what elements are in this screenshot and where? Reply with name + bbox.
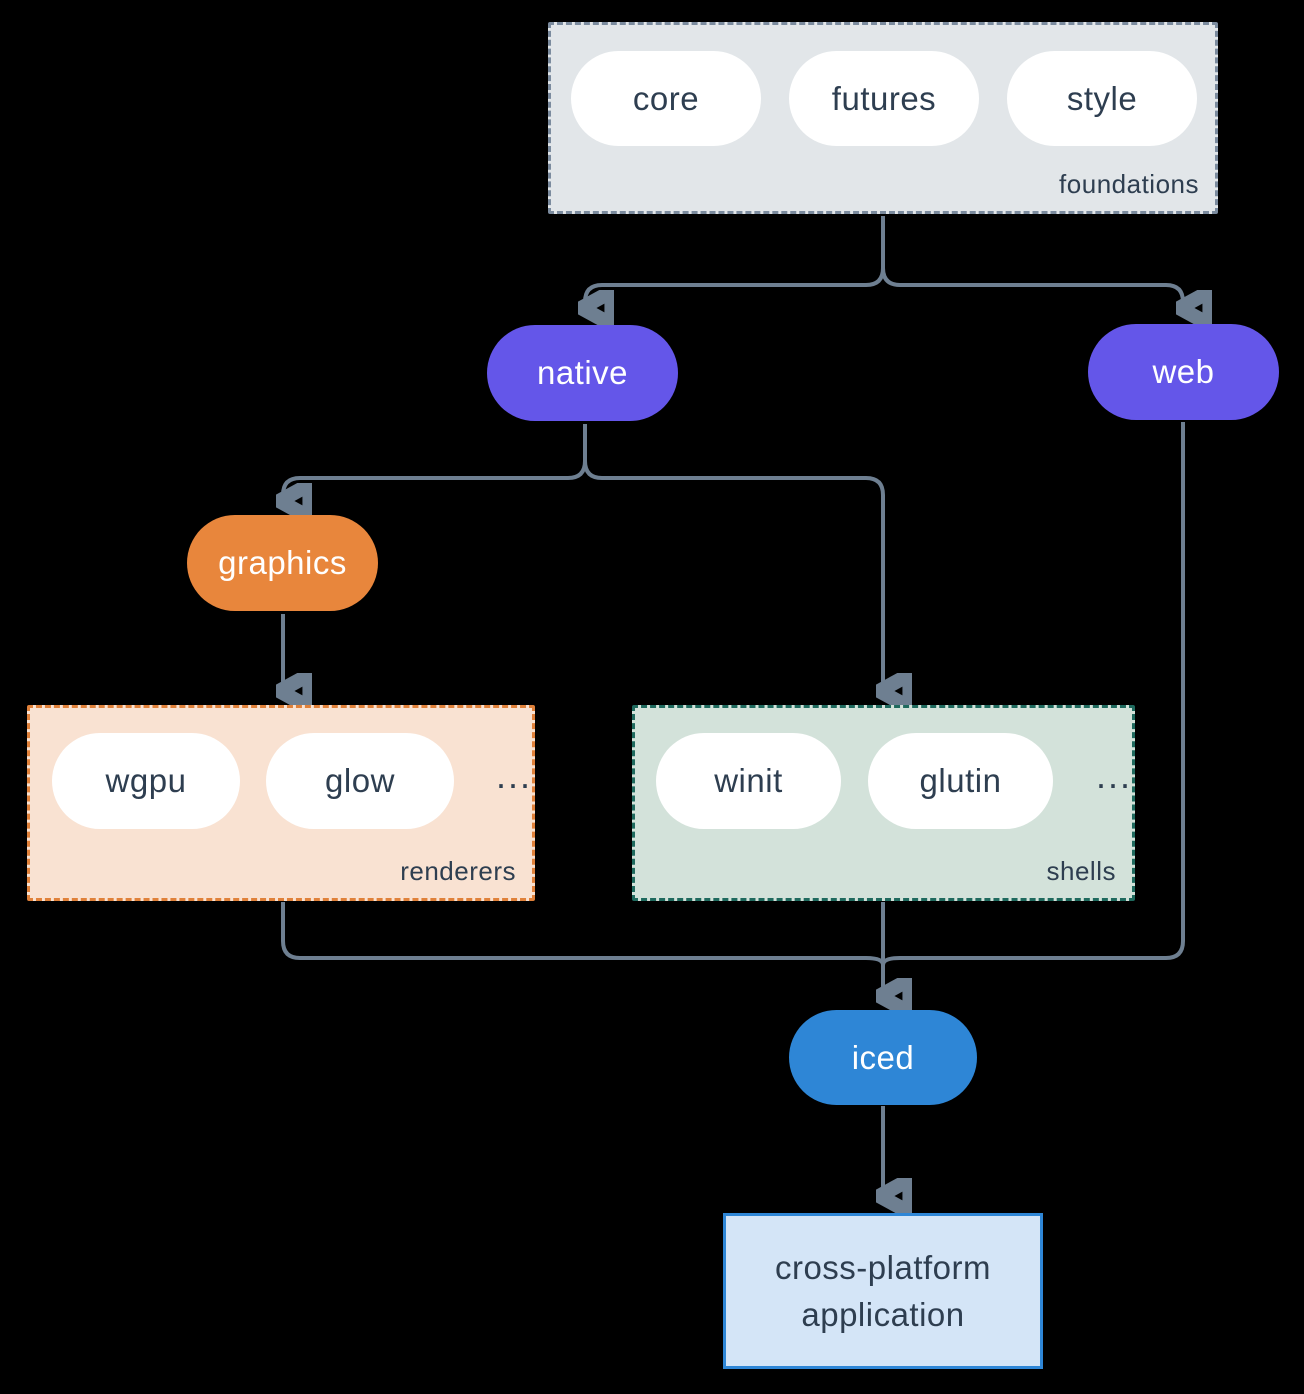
node-iced: iced bbox=[789, 1010, 977, 1105]
pill-style: style bbox=[1007, 51, 1197, 146]
shells-label: shells bbox=[1046, 856, 1116, 886]
pill-core: core bbox=[571, 51, 761, 146]
renderers-label: renderers bbox=[400, 856, 516, 886]
pill-glow: glow bbox=[265, 733, 454, 829]
group-renderers: wgpu glow ... renderers bbox=[27, 705, 535, 901]
node-web: web bbox=[1088, 324, 1279, 420]
app-label-line2: application bbox=[801, 1296, 965, 1333]
edge-foundations-native bbox=[585, 216, 885, 308]
pill-glutin: glutin bbox=[867, 733, 1053, 829]
pill-winit: winit bbox=[656, 733, 841, 829]
foundations-pill-row: core futures style bbox=[571, 51, 1215, 146]
edge-native-graphics bbox=[283, 424, 587, 501]
edge-foundations-web bbox=[881, 216, 1183, 308]
node-native: native bbox=[487, 325, 678, 421]
app-label-line1: cross-platform bbox=[774, 1249, 992, 1286]
group-shells: winit glutin ... shells bbox=[632, 705, 1135, 901]
edge-native-shells bbox=[583, 424, 883, 691]
renderers-pill-row: wgpu glow ... bbox=[52, 733, 532, 829]
group-foundations: core futures style foundations bbox=[548, 22, 1218, 214]
node-graphics: graphics bbox=[187, 515, 378, 611]
node-cross-platform-application: cross-platform application bbox=[723, 1213, 1043, 1369]
pill-futures: futures bbox=[789, 51, 979, 146]
shells-pill-row: winit glutin ... bbox=[656, 733, 1132, 829]
foundations-label: foundations bbox=[1059, 169, 1199, 199]
pill-wgpu: wgpu bbox=[52, 733, 240, 829]
shells-ellipsis: ... bbox=[1095, 755, 1132, 796]
renderers-ellipsis: ... bbox=[495, 755, 532, 796]
edge-renderers-iced bbox=[281, 902, 885, 966]
